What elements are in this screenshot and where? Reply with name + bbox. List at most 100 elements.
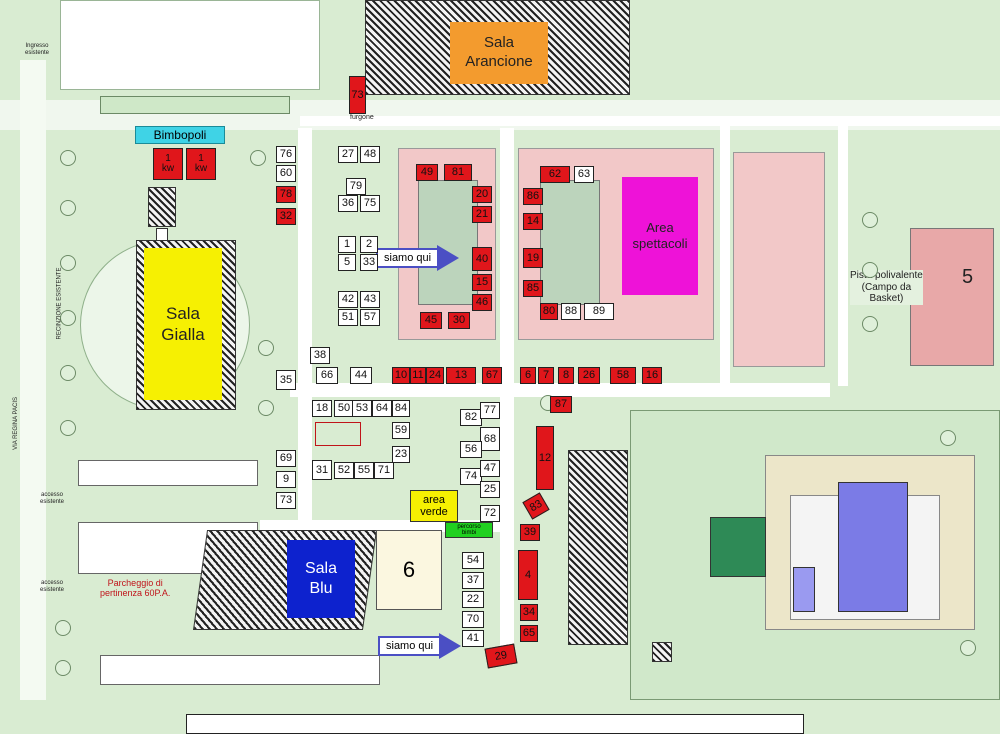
stand-68[interactable]: 68 (480, 427, 500, 451)
stand-76[interactable]: 76 (276, 146, 296, 163)
stand-52[interactable]: 52 (334, 462, 354, 479)
stand-53[interactable]: 53 (352, 400, 372, 417)
stand-1[interactable]: 1 (338, 236, 356, 253)
area-6[interactable]: 6 (376, 530, 442, 610)
horizontal-path-top (300, 116, 1000, 126)
stand-49[interactable]: 49 (416, 164, 438, 181)
stand-16[interactable]: 16 (642, 367, 662, 384)
stand-33[interactable]: 33 (360, 254, 378, 271)
stand-36[interactable]: 36 (338, 195, 358, 212)
stand-37[interactable]: 37 (462, 572, 484, 589)
area-spettacoli[interactable]: Area spettacoli (622, 177, 698, 295)
stand-70[interactable]: 70 (462, 611, 484, 628)
stand-74[interactable]: 74 (460, 468, 482, 485)
stand-78[interactable]: 78 (276, 186, 296, 203)
stand-71[interactable]: 71 (374, 462, 394, 479)
stand-85[interactable]: 85 (523, 280, 543, 297)
stand-63[interactable]: 63 (574, 166, 594, 183)
stand-4[interactable]: 4 (518, 550, 538, 600)
stand-86[interactable]: 86 (523, 188, 543, 205)
stand-24[interactable]: 24 (426, 367, 444, 384)
stand-29[interactable]: 29 (484, 643, 518, 669)
stand-39[interactable]: 39 (520, 524, 540, 541)
stand-18[interactable]: 18 (312, 400, 332, 417)
stand-60[interactable]: 60 (276, 165, 296, 182)
stand-80[interactable]: 80 (540, 303, 558, 320)
stand-57[interactable]: 57 (360, 309, 380, 326)
stand-31[interactable]: 31 (312, 460, 332, 480)
stand-89[interactable]: 89 (584, 303, 614, 320)
stand-72[interactable]: 72 (480, 505, 500, 522)
stand-2[interactable]: 2 (360, 236, 378, 253)
stand-54[interactable]: 54 (462, 552, 484, 569)
stand-67[interactable]: 67 (482, 367, 502, 384)
stand-66[interactable]: 66 (316, 367, 338, 384)
sala-blu[interactable]: Sala Blu (287, 540, 355, 618)
stand-84[interactable]: 84 (392, 400, 410, 417)
stand-45[interactable]: 45 (420, 312, 442, 329)
stand-51[interactable]: 51 (338, 309, 358, 326)
stand-15[interactable]: 15 (472, 274, 492, 291)
stand-8[interactable]: 8 (558, 367, 574, 384)
stand-48[interactable]: 48 (360, 146, 380, 163)
sala-arancione[interactable]: Sala Arancione (450, 22, 548, 84)
stand-69[interactable]: 69 (276, 450, 296, 467)
stand-25[interactable]: 25 (480, 481, 500, 498)
stand-44[interactable]: 44 (350, 367, 372, 384)
kw-generator-2[interactable]: 1 kw (186, 148, 216, 180)
stand-50[interactable]: 50 (334, 400, 354, 417)
stand-73[interactable]: 73 (276, 492, 296, 509)
stand-20[interactable]: 20 (472, 186, 492, 203)
stand-62[interactable]: 62 (540, 166, 570, 183)
stand-35[interactable]: 35 (276, 370, 296, 390)
percorso-bimbi[interactable]: percorso bimbi (445, 522, 493, 538)
stand-19[interactable]: 19 (523, 248, 543, 268)
kw-generator-1[interactable]: 1 kw (153, 148, 183, 180)
bimbopoli[interactable]: Bimbopoli (135, 126, 225, 144)
stand-10[interactable]: 10 (392, 367, 410, 384)
stand-9[interactable]: 9 (276, 471, 296, 488)
stand-87[interactable]: 87 (550, 396, 572, 413)
stand-81[interactable]: 81 (444, 164, 472, 181)
stand-56[interactable]: 56 (460, 441, 482, 458)
parking-bottom (100, 655, 380, 685)
stand-38[interactable]: 38 (310, 347, 330, 364)
stand-77[interactable]: 77 (480, 402, 500, 419)
stand-22[interactable]: 22 (462, 591, 484, 608)
stand-64[interactable]: 64 (372, 400, 392, 417)
stand-7[interactable]: 7 (538, 367, 554, 384)
stand-79[interactable]: 79 (346, 178, 366, 195)
stand-46[interactable]: 46 (472, 294, 492, 311)
stand-43[interactable]: 43 (360, 291, 380, 308)
stand-82[interactable]: 82 (460, 409, 482, 426)
stand-14[interactable]: 14 (523, 213, 543, 230)
stand-75[interactable]: 75 (360, 195, 380, 212)
stand-40[interactable]: 40 (472, 247, 492, 271)
sala-gialla[interactable]: Sala Gialla (144, 248, 222, 400)
stand-34[interactable]: 34 (520, 604, 538, 621)
stand-23[interactable]: 23 (392, 446, 410, 463)
stand-6[interactable]: 6 (520, 367, 536, 384)
stand-32[interactable]: 32 (276, 208, 296, 225)
stand-83[interactable]: 83 (522, 492, 550, 520)
stand-88[interactable]: 88 (561, 303, 581, 320)
stand-73-furgone[interactable]: 73 (349, 76, 366, 114)
stand-11[interactable]: 11 (410, 367, 426, 384)
stand-13[interactable]: 13 (446, 367, 476, 384)
area-verde[interactable]: area verde (410, 490, 458, 522)
stand-26[interactable]: 26 (578, 367, 600, 384)
stand-12[interactable]: 12 (536, 426, 554, 490)
stand-65[interactable]: 65 (520, 625, 538, 642)
stand-41[interactable]: 41 (462, 630, 484, 647)
stand-47[interactable]: 47 (480, 460, 500, 477)
stand-5[interactable]: 5 (338, 254, 356, 271)
stand-58[interactable]: 58 (610, 367, 636, 384)
stand-27[interactable]: 27 (338, 146, 358, 163)
stand-number: 65 (522, 627, 536, 639)
stand-55[interactable]: 55 (354, 462, 374, 479)
stand-21[interactable]: 21 (472, 206, 492, 223)
stand-42[interactable]: 42 (338, 291, 358, 308)
stand-30[interactable]: 30 (448, 312, 470, 329)
stand-59[interactable]: 59 (392, 422, 410, 439)
arrow-right-icon (437, 245, 460, 271)
